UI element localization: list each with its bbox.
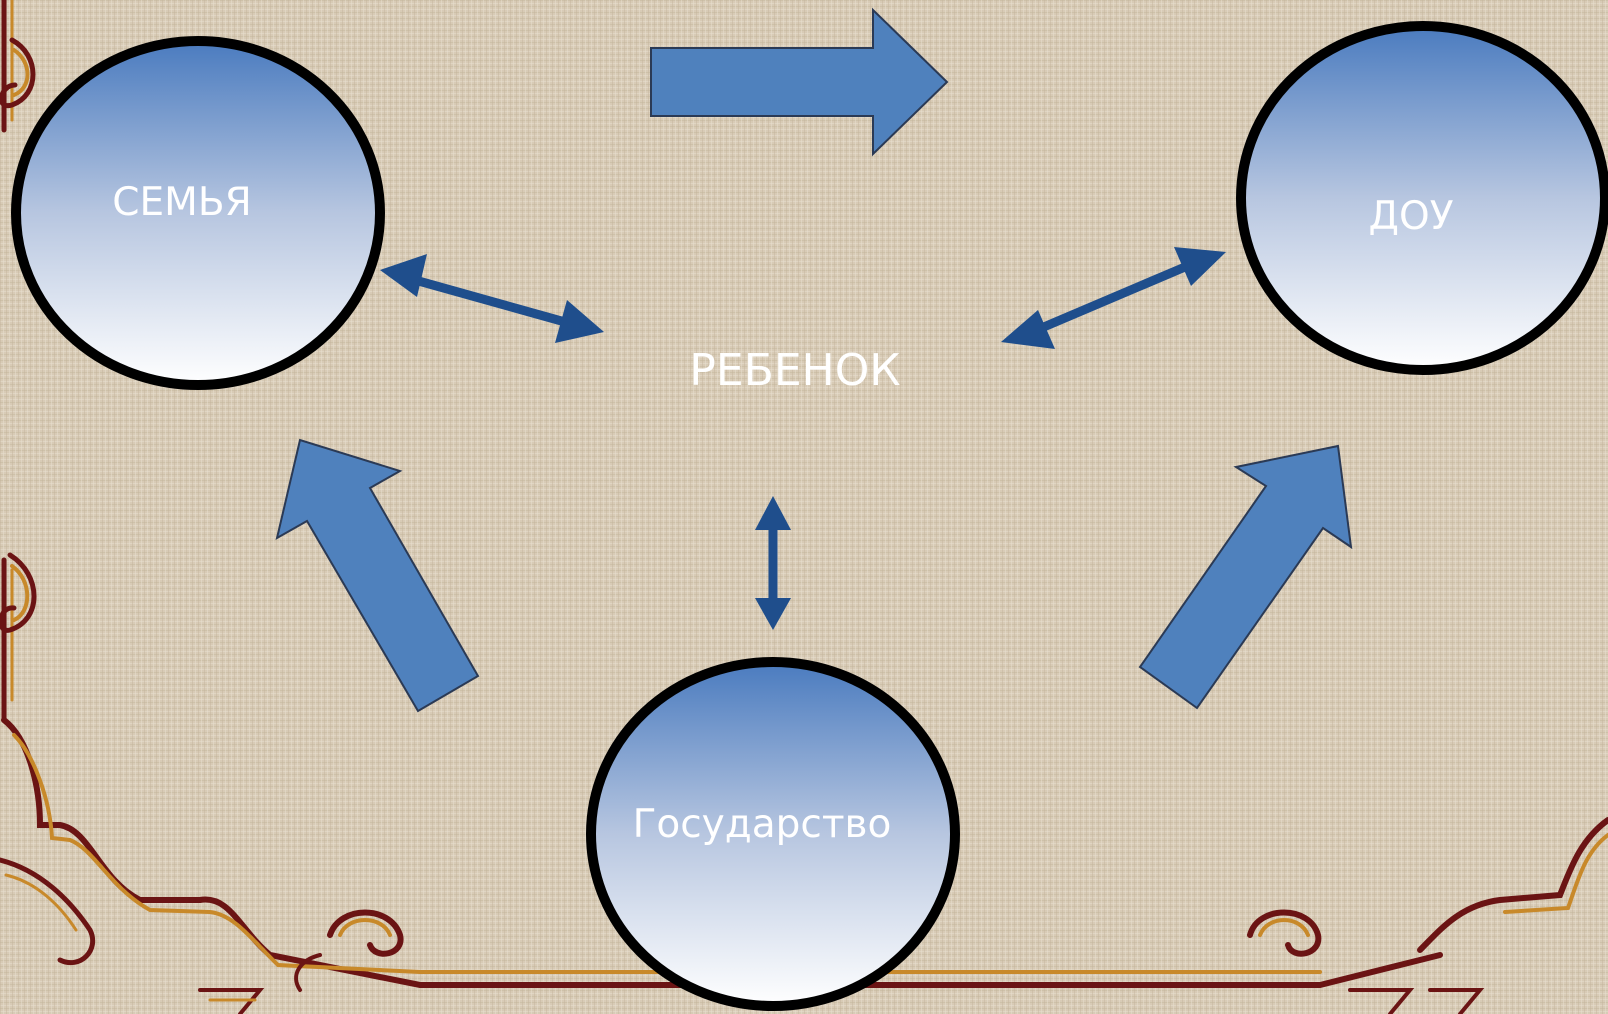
family-node: СЕМЬЯ	[11, 36, 385, 390]
state-node: Государство	[586, 657, 960, 1011]
dou-label: ДОУ	[1369, 194, 1454, 239]
top-block-arrow-icon	[650, 7, 949, 157]
dou-child-double-arrow-icon	[1001, 247, 1226, 349]
family-child-double-arrow-icon	[380, 254, 604, 343]
family-label: СЕМЬЯ	[112, 180, 251, 225]
right-block-arrow-icon	[1138, 444, 1353, 710]
state-child-double-arrow-icon	[755, 496, 791, 630]
state-label: Государство	[633, 802, 892, 847]
child-label: РЕБЕНОК	[689, 345, 900, 396]
dou-node: ДОУ	[1236, 21, 1608, 375]
left-block-arrow-icon	[275, 438, 480, 713]
